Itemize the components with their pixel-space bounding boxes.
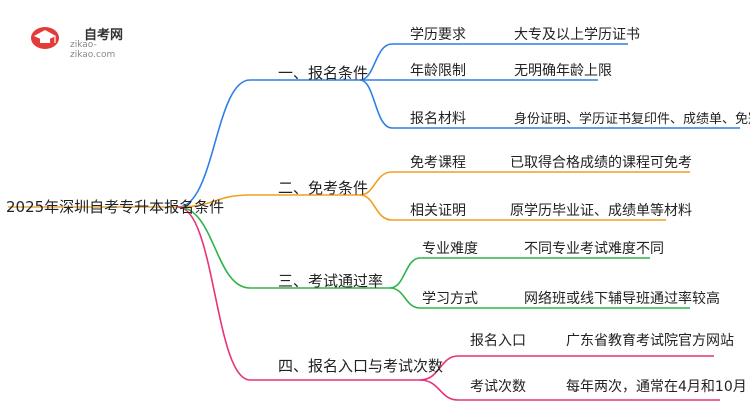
branch-3-item-2-value: 网络班或线下辅导班通过率较高: [524, 291, 720, 307]
branch-2-item-2-value: 原学历毕业证、成绩单等材料: [510, 203, 692, 219]
root-topic: 2025年深圳自考专升本报名条件: [6, 198, 225, 216]
branch-2-item-2-key: 相关证明: [410, 203, 466, 219]
logo-title: 自考网: [84, 28, 124, 43]
branch-3-item-1-value: 不同专业考试难度不同: [524, 241, 664, 257]
site-logo[interactable]: 自考网 zikao-zikao.com: [30, 22, 140, 60]
branch-2-title: 二、免考条件: [278, 179, 369, 197]
logo-subtitle: zikao-zikao.com: [70, 40, 116, 60]
branch-1-item-3-key: 报名材料: [410, 111, 466, 127]
branch-2-item-1-key: 免考课程: [410, 155, 466, 171]
branch-4-lines: [177, 206, 720, 401]
branch-3-lines: [177, 206, 690, 309]
branch-4-item-2-key: 考试次数: [470, 379, 526, 395]
branch-2-item-1-value: 已取得合格成绩的课程可免考: [510, 155, 692, 171]
branch-3-item-1-key: 专业难度: [422, 241, 478, 257]
branch-1-title: 一、报名条件: [278, 64, 369, 82]
branch-2-lines: [177, 171, 690, 221]
branch-1-lines: [177, 43, 740, 208]
graduation-cap-icon: [31, 27, 59, 49]
branch-3-title: 三、考试通过率: [278, 272, 384, 290]
branch-1-item-1-value: 大专及以上学历证书: [514, 27, 640, 43]
branch-1-item-2-key: 年龄限制: [410, 63, 466, 79]
branch-3-item-2-key: 学习方式: [422, 291, 478, 307]
branch-1-item-1-key: 学历要求: [410, 27, 466, 43]
branch-4-title: 四、报名入口与考试次数: [278, 357, 444, 375]
branch-4-item-1-value: 广东省教育考试院官方网站: [566, 333, 734, 349]
branch-4-item-1-key: 报名入口: [470, 333, 526, 349]
branch-1-item-2-value: 无明确年龄上限: [514, 63, 612, 79]
branch-1-item-3-value: 身份证明、学历证书复印件、成绩单、免冠照: [514, 112, 750, 127]
branch-4-item-2-value: 每年两次，通常在4月和10月: [566, 379, 747, 395]
